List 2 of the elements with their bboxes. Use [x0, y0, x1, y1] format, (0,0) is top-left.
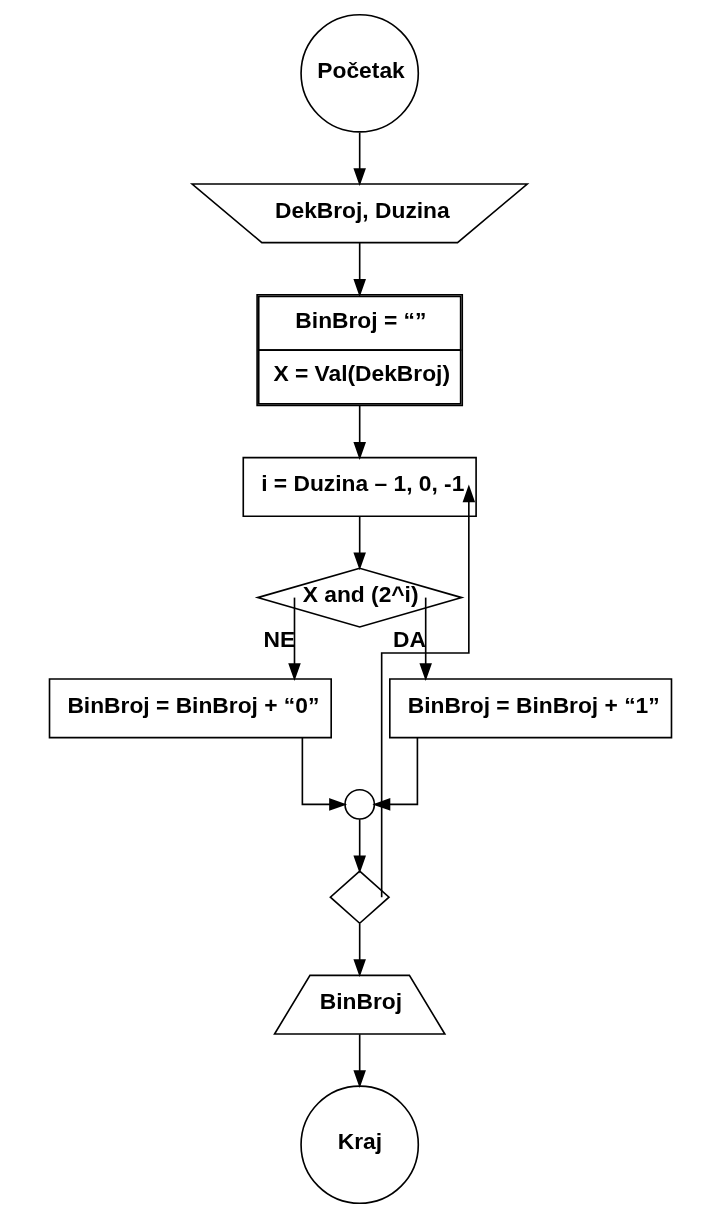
- edge-label: DA: [392, 626, 426, 653]
- edge-label: NE: [263, 626, 295, 653]
